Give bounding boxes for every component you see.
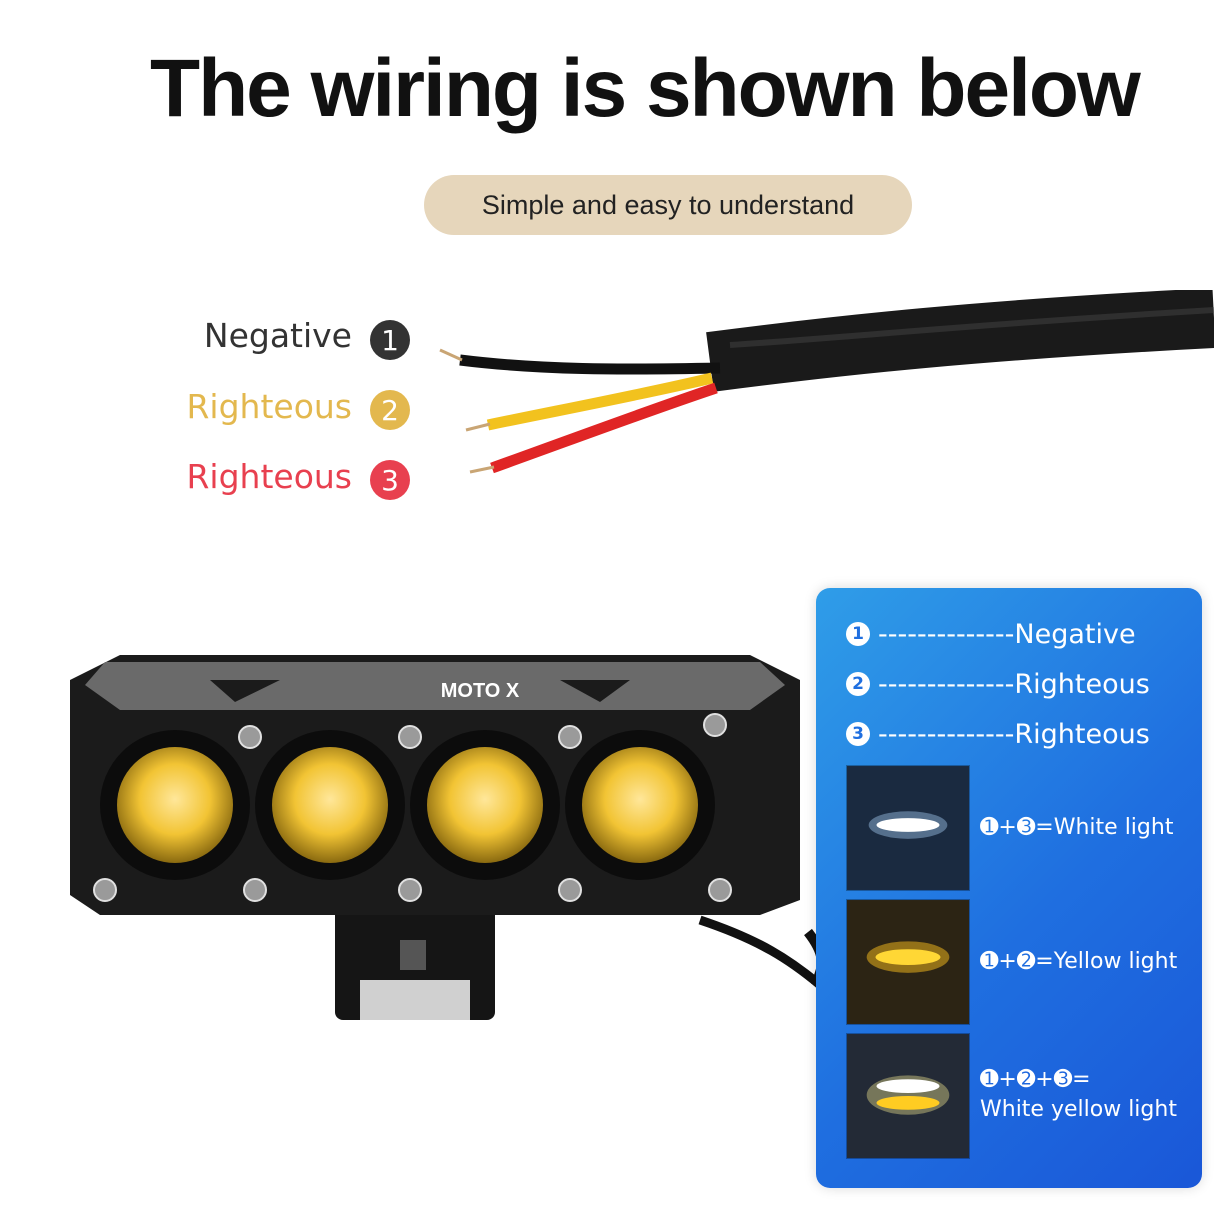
screw — [558, 725, 582, 749]
yellow-wire — [486, 372, 714, 431]
combo-yellow-light: ➊+➋=Yellow light — [980, 947, 1177, 977]
cable-sheath — [706, 290, 1214, 392]
wiring-legend-panel: 1 --------------Negative 2 -------------… — [816, 588, 1202, 1188]
legend-text: --------------Righteous — [878, 718, 1150, 750]
black-wire-tip — [439, 348, 463, 362]
legend-number: 3 — [846, 722, 870, 746]
screw — [398, 878, 422, 902]
screw — [558, 878, 582, 902]
white-yellow-light-thumbnail — [846, 1033, 970, 1159]
legend-number: 1 — [846, 622, 870, 646]
lens — [117, 747, 233, 863]
white-light-thumbnail — [846, 765, 970, 891]
cable-highlight — [729, 307, 1214, 348]
legend-text: --------------Negative — [878, 618, 1136, 650]
combo-white-yellow-light: ➊+➋+➌= White yellow light — [980, 1065, 1177, 1125]
bracket-plate — [360, 980, 470, 1020]
brand-text: MOTO X — [441, 680, 520, 702]
combo-text: ➊+➌=White light — [980, 815, 1174, 840]
lamp-cable — [698, 915, 820, 989]
bracket-bolt — [400, 940, 426, 970]
screw — [703, 713, 727, 737]
screw — [708, 878, 732, 902]
combo-text: ➊+➋=Yellow light — [980, 949, 1178, 974]
wire-label-yellow: Righteous — [186, 387, 353, 426]
wire-label-negative: Negative — [203, 316, 352, 355]
page-title: The wiring is shown below — [150, 43, 1141, 134]
lamp-top-plate — [85, 662, 785, 710]
legend-number: 2 — [846, 672, 870, 696]
screw — [93, 878, 117, 902]
yellow-wire-tip — [465, 422, 491, 432]
legend-row: 1 --------------Negative — [846, 614, 1136, 654]
combo-text: ➊+➋+➌= — [980, 1067, 1091, 1092]
lamp-illustration: MOTO X — [70, 655, 820, 1020]
lens — [582, 747, 698, 863]
lens — [427, 747, 543, 863]
combo-white-light: ➊+➌=White light — [980, 813, 1173, 843]
screw — [238, 725, 262, 749]
red-wire-tip — [469, 465, 495, 474]
wire-number-badge: 1 — [370, 320, 410, 360]
screw-group — [93, 713, 732, 902]
wire-label-red: Righteous — [186, 457, 353, 496]
red-wire — [490, 382, 718, 474]
subtitle-text: Simple and easy to understand — [481, 189, 855, 220]
screw — [243, 878, 267, 902]
vent-slot — [560, 680, 630, 702]
black-wire — [459, 354, 721, 375]
yellow-light-thumbnail — [846, 899, 970, 1025]
wire-number-badge: 3 — [370, 460, 410, 500]
lens — [272, 747, 388, 863]
legend-row: 3 --------------Righteous — [846, 714, 1150, 754]
cable-illustration — [439, 290, 1214, 474]
vent-slot — [210, 680, 280, 702]
legend-text: --------------Righteous — [878, 668, 1150, 700]
legend-row: 2 --------------Righteous — [846, 664, 1150, 704]
combo-text: White yellow light — [980, 1097, 1177, 1122]
screw — [398, 725, 422, 749]
subtitle-badge: Simple and easy to understand — [424, 175, 912, 235]
wire-number-badge: 2 — [370, 390, 410, 430]
lens-group — [100, 730, 715, 880]
